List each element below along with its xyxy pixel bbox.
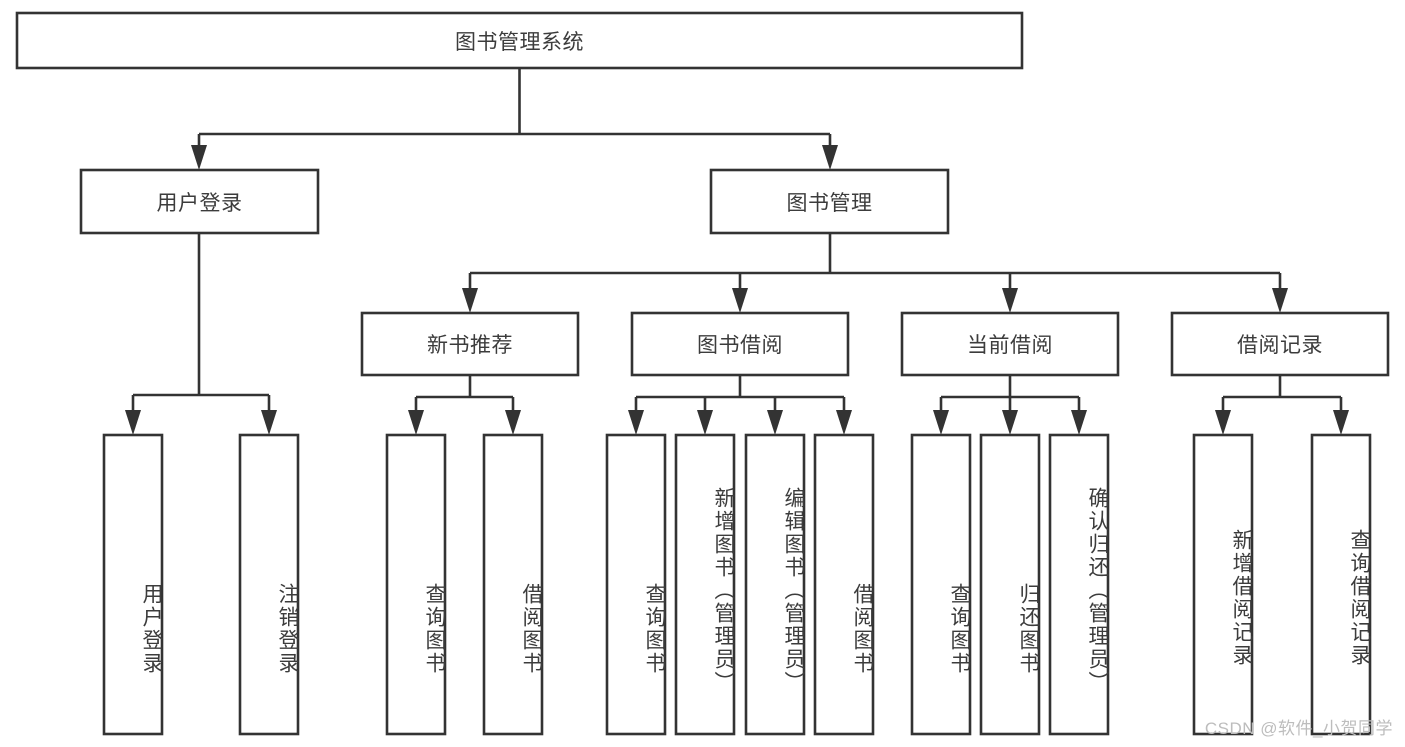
- node-box-borrow-record[interactable]: [1170, 311, 1390, 377]
- arrowhead-borrow-record: [1272, 288, 1288, 313]
- csdn-watermark: CSDN @软件_小贺同学: [1204, 719, 1393, 738]
- arrowhead-leaf-add-record: [1215, 410, 1231, 435]
- connector-borrow-record-to-leaves: [1215, 375, 1349, 435]
- arrowhead-leaf-borrow-book-2: [836, 410, 852, 435]
- connector-current-borrow-to-leaves: [933, 375, 1087, 435]
- arrowhead-book-management: [822, 145, 838, 170]
- arrowhead-leaf-user-login: [125, 410, 141, 435]
- node-box-leaf-borrow-book-1[interactable]: [482, 433, 544, 736]
- connector-user-login-to-leaves: [125, 233, 277, 435]
- node-box-leaf-edit-book[interactable]: [744, 433, 806, 736]
- node-box-book-management[interactable]: [709, 168, 950, 235]
- arrowhead-user-login: [191, 145, 207, 170]
- arrowhead-leaf-edit-book: [767, 410, 783, 435]
- node-box-leaf-query-book-2[interactable]: [605, 433, 667, 736]
- node-box-book-borrow[interactable]: [630, 311, 850, 377]
- arrowhead-leaf-add-book: [697, 410, 713, 435]
- arrowhead-leaf-logout-login: [261, 410, 277, 435]
- connector-book-borrow-to-leaves: [628, 375, 852, 435]
- node-box-root[interactable]: [15, 11, 1024, 70]
- node-box-new-book-recommend[interactable]: [360, 311, 580, 377]
- node-box-current-borrow[interactable]: [900, 311, 1120, 377]
- node-box-leaf-add-record[interactable]: [1192, 433, 1254, 736]
- connector-new-book-recommend-to-leaves: [408, 375, 521, 435]
- arrowhead-leaf-confirm-return: [1071, 410, 1087, 435]
- arrowhead-new-book-recommend: [462, 288, 478, 313]
- node-box-leaf-user-login[interactable]: [102, 433, 164, 736]
- node-box-leaf-borrow-book-2[interactable]: [813, 433, 875, 736]
- node-box-leaf-return-book[interactable]: [979, 433, 1041, 736]
- node-box-leaf-query-record[interactable]: [1310, 433, 1372, 736]
- node-box-leaf-query-book-3[interactable]: [910, 433, 972, 736]
- arrowhead-leaf-query-record: [1333, 410, 1349, 435]
- node-box-leaf-confirm-return[interactable]: [1048, 433, 1110, 736]
- arrowhead-leaf-query-book-3: [933, 410, 949, 435]
- node-box-leaf-logout-login[interactable]: [238, 433, 300, 736]
- arrowhead-leaf-query-book-1: [408, 410, 424, 435]
- node-box-user-login[interactable]: [79, 168, 320, 235]
- arrowhead-book-borrow: [732, 288, 748, 313]
- node-box-leaf-add-book[interactable]: [674, 433, 736, 736]
- arrowhead-leaf-return-book: [1002, 410, 1018, 435]
- arrowhead-current-borrow: [1002, 288, 1018, 313]
- connector-root-to-level2: [191, 68, 838, 170]
- arrowhead-leaf-borrow-book-1: [505, 410, 521, 435]
- connector-book-management-to-level3: [462, 233, 1288, 313]
- node-box-leaf-query-book-1[interactable]: [385, 433, 447, 736]
- arrowhead-leaf-query-book-2: [628, 410, 644, 435]
